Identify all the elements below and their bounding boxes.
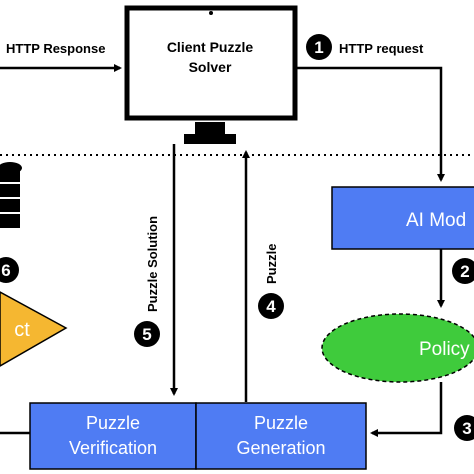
step-5-number: 5: [142, 325, 151, 344]
verification-label-line2: Verification: [69, 438, 157, 458]
step-2-badge: [452, 258, 474, 284]
http-response-label: HTTP Response: [6, 41, 105, 56]
triangle-label: ct: [14, 319, 30, 341]
step-4-badge: [258, 293, 284, 319]
monitor-icon: [124, 5, 298, 144]
verification-label-line1: Puzzle: [86, 413, 140, 433]
policy-label: Policy: [419, 339, 470, 360]
step-5-badge: [134, 321, 160, 347]
policy-ellipse: [321, 313, 474, 383]
puzzle-verification-box: [29, 402, 197, 470]
policy-to-generation-arrow: [370, 382, 443, 437]
ai-model-label: AI Mod: [406, 210, 466, 231]
step-6-number: 6: [1, 261, 10, 280]
monitor-label-line2: Solver: [189, 59, 232, 75]
generation-label-line2: Generation: [236, 438, 325, 458]
puzzle-generation-box: [195, 402, 367, 470]
step-3-badge: [454, 415, 474, 441]
step-6-badge: [0, 257, 19, 283]
step-3-number: 3: [462, 419, 471, 438]
orange-triangle-shape: [0, 291, 68, 367]
ai-model-box: [331, 186, 474, 250]
puzzle-label: Puzzle: [264, 244, 279, 284]
puzzle-solution-label: Puzzle Solution: [145, 216, 160, 312]
monitor-label-line1: Client Puzzle: [167, 39, 254, 55]
http-request-label: HTTP request: [339, 41, 424, 56]
generation-label-line1: Puzzle: [254, 413, 308, 433]
step-4-number: 4: [266, 297, 276, 316]
step-1-badge: [306, 34, 332, 60]
http-request-arrow: [296, 66, 445, 182]
step-2-number: 2: [460, 262, 469, 281]
database-icon: [0, 162, 22, 228]
step-1-number: 1: [314, 38, 323, 57]
